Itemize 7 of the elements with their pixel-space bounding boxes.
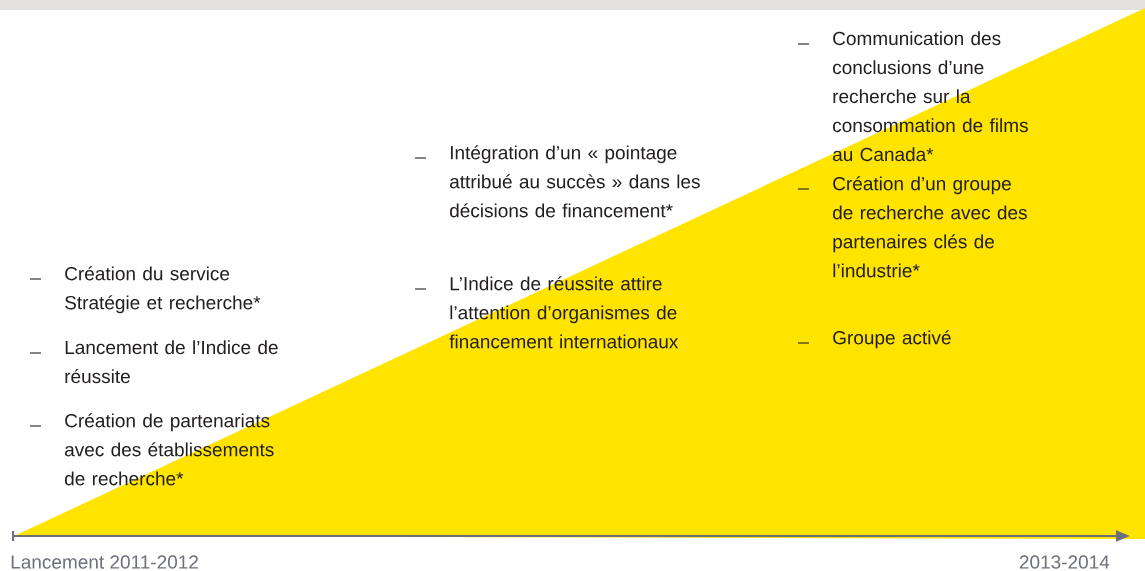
axis-label: Lancement 2011-2012 bbox=[11, 555, 198, 569]
bullet-text: Groupe activé bbox=[833, 330, 951, 349]
bullet-text: Lancement de l’Indice de réussite bbox=[65, 340, 278, 384]
bullet-text: Création du service Stratégie et recherche* bbox=[65, 266, 261, 314]
axis-label: 2013-2014 bbox=[1019, 555, 1110, 569]
bullet-text: Intégration d’un « pointage attribué au succès » dans les décisions de financement* bbox=[450, 145, 700, 218]
bullet-text: Création d’un groupe de recherche avec des partenaires clés de l’industrie* bbox=[833, 176, 1027, 278]
